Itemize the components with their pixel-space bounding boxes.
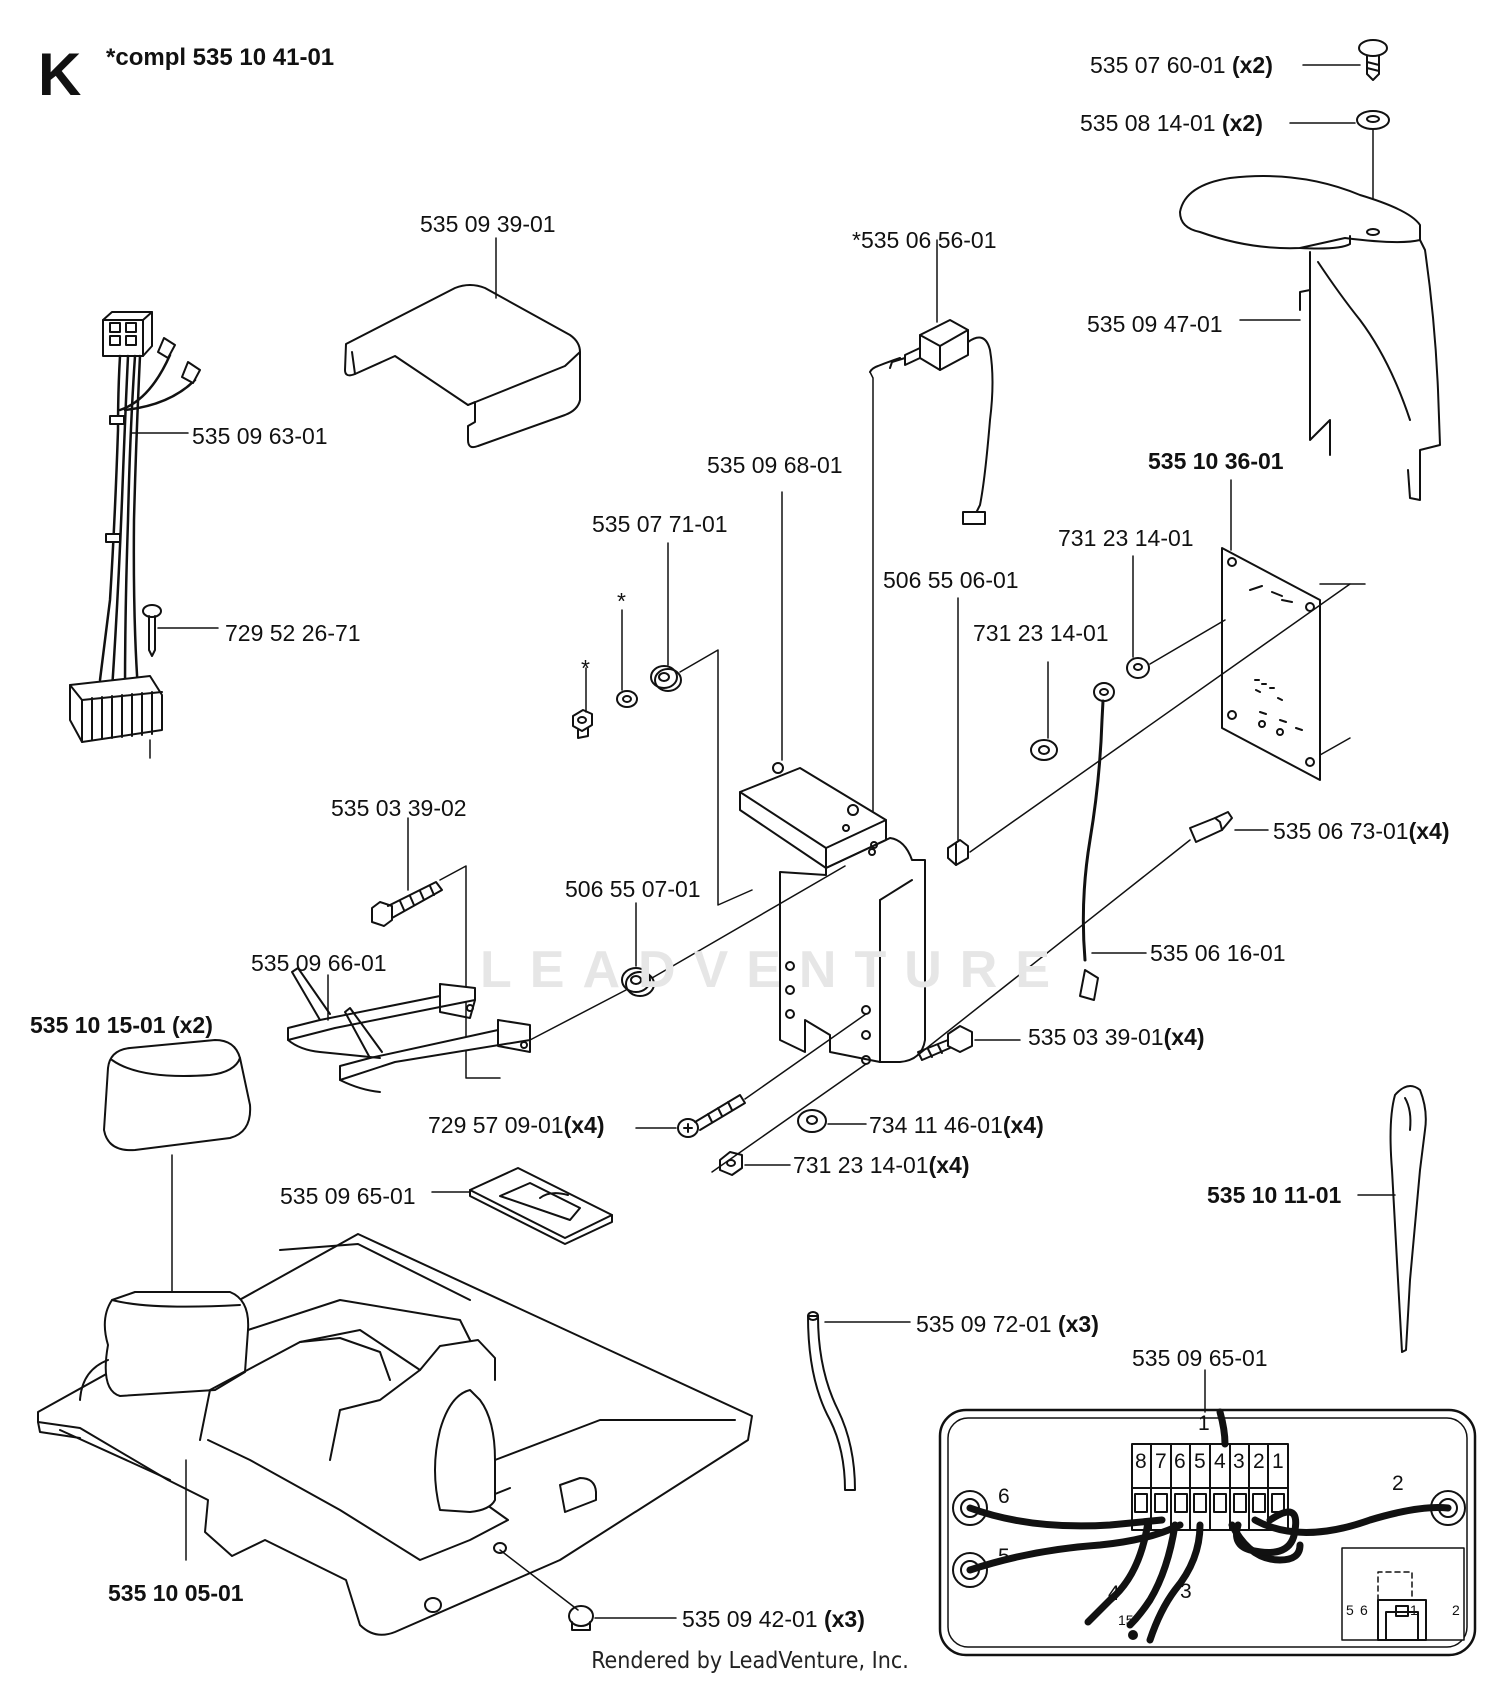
label-535-06-56-01: *535 06 56-01: [852, 227, 997, 253]
label-535-10-36-01: 535 10 36-01: [1148, 448, 1284, 474]
label-535-09-65-01-a: 535 09 65-01: [280, 1183, 416, 1209]
plug-535-09-42-01: [568, 1605, 594, 1631]
wire-number-2: 2: [1392, 1472, 1404, 1495]
terminal-4: 4: [1214, 1450, 1226, 1473]
wire-number-15: 15: [1118, 1612, 1134, 1628]
asterisk-marker-2: *: [617, 588, 626, 614]
inset-number-5: 5: [1346, 1602, 1354, 1618]
label-535-09-47-01: 535 09 47-01: [1087, 311, 1223, 337]
cover-535-09-47-01: [1179, 175, 1441, 501]
label-535-09-63-01: 535 09 63-01: [192, 423, 328, 449]
terminal-3: 3: [1233, 1450, 1245, 1473]
bolt-535-03-39-01: [917, 1025, 973, 1061]
terminal-6: 6: [1174, 1450, 1186, 1473]
label-506-55-07-01: 506 55 07-01: [565, 876, 701, 902]
label-535-10-05-01: 535 10 05-01: [108, 1580, 244, 1606]
ground-wire-535-06-16-01: [1079, 682, 1115, 1001]
label-535-03-39-02: 535 03 39-02: [331, 795, 467, 821]
label-plate-535-09-65-01: [469, 1167, 613, 1245]
cover-535-09-39-01: [344, 284, 581, 449]
washer-734-11-46-01: [797, 1109, 827, 1133]
label-535-10-11-01: 535 10 11-01: [1207, 1182, 1342, 1208]
label-729-52-26-71: 729 52 26-71: [225, 620, 361, 646]
bracket-plate-535-09-66-01: [287, 967, 531, 1093]
terminal-1: 1: [1272, 1450, 1284, 1473]
wiring-inset-535-09-65-01: [938, 1408, 1477, 1657]
label-535-09-68-01: 535 09 68-01: [707, 452, 843, 478]
switch-535-06-56-01: [869, 319, 994, 525]
label-731-23-14-01-c: 731 23 14-01(x4): [793, 1152, 970, 1178]
label-731-23-14-01-a: 731 23 14-01: [1058, 525, 1194, 551]
knob-535-10-15-01: [103, 1039, 252, 1152]
label-535-10-15-01: 535 10 15-01 (x2): [30, 1012, 213, 1038]
bolt-535-03-39-02: [371, 881, 443, 927]
label-731-23-14-01-b: 731 23 14-01: [973, 620, 1109, 646]
nut-asterisk: [572, 709, 593, 739]
wire-number-4: 4: [1108, 1582, 1120, 1605]
label-535-09-39-01: 535 09 39-01: [420, 211, 556, 237]
wire-number-6: 6: [998, 1485, 1010, 1508]
label-729-57-09-01: 729 57 09-01(x4): [428, 1112, 605, 1138]
washer-535-08-14-01: [1356, 110, 1390, 130]
terminal-8: 8: [1135, 1450, 1147, 1473]
spacer-535-07-71-01: [650, 665, 682, 692]
screw-729-57-09-01: [677, 1094, 746, 1138]
washer-asterisk: [616, 690, 638, 708]
screw-729-52-26-71: [142, 604, 162, 657]
label-535-06-73-01: 535 06 73-01(x4): [1273, 818, 1450, 844]
inset-number-6: 6: [1360, 1602, 1368, 1618]
label-535-07-71-01: 535 07 71-01: [592, 511, 728, 537]
screw-535-07-60-01: [1358, 39, 1388, 81]
base-plate-535-10-05-01: [37, 1233, 753, 1636]
wire-number-1: 1: [1198, 1412, 1210, 1435]
wire-number-3: 3: [1180, 1580, 1192, 1603]
tube-535-09-72-01: [807, 1311, 856, 1491]
terminal-7: 7: [1155, 1450, 1167, 1473]
label-535-06-16-01: 535 06 16-01: [1150, 940, 1286, 966]
terminal-5: 5: [1194, 1450, 1206, 1473]
label-734-11-46-01: 734 11 46-01(x4): [869, 1112, 1044, 1138]
asterisk-marker-1: *: [581, 655, 590, 681]
inset-number-2: 2: [1452, 1602, 1460, 1618]
label-535-03-39-01: 535 03 39-01(x4): [1028, 1024, 1205, 1050]
watermark: LEADVENTURE: [480, 941, 1069, 999]
tool-535-10-11-01: [1389, 1085, 1427, 1353]
section-letter: K: [38, 41, 82, 108]
nut-731-23-14-01-top: [1126, 657, 1150, 679]
compl-label: *compl 535 10 41-01: [106, 44, 335, 71]
label-535-09-72-01: 535 09 72-01 (x3): [916, 1311, 1099, 1337]
terminal-2: 2: [1253, 1450, 1265, 1473]
label-535-08-14-01: 535 08 14-01 (x2): [1080, 110, 1263, 136]
nut-731-23-14-01: [1030, 739, 1058, 761]
standoff-535-06-73-01: [1189, 811, 1233, 843]
nut-731-23-14-01-x4: [719, 1151, 743, 1176]
spacer-506-55-06-01: [947, 839, 969, 866]
label-535-09-42-01: 535 09 42-01 (x3): [682, 1606, 865, 1632]
wire-harness-535-09-63-01: [69, 311, 201, 759]
circuit-board-535-10-36-01: [1221, 547, 1321, 781]
bracket-535-09-68-01: [739, 762, 926, 1065]
footer-credit: Rendered by LeadVenture, Inc.: [591, 1648, 909, 1674]
wire-number-5: 5: [998, 1545, 1010, 1568]
label-535-09-66-01: 535 09 66-01: [251, 950, 387, 976]
label-535-07-60-01: 535 07 60-01 (x2): [1090, 52, 1273, 78]
washer-506-55-07-01: [621, 967, 655, 997]
label-535-09-65-01-b: 535 09 65-01: [1132, 1345, 1268, 1371]
label-506-55-06-01: 506 55 06-01: [883, 567, 1019, 593]
inset-number-1: 1: [1410, 1602, 1418, 1618]
